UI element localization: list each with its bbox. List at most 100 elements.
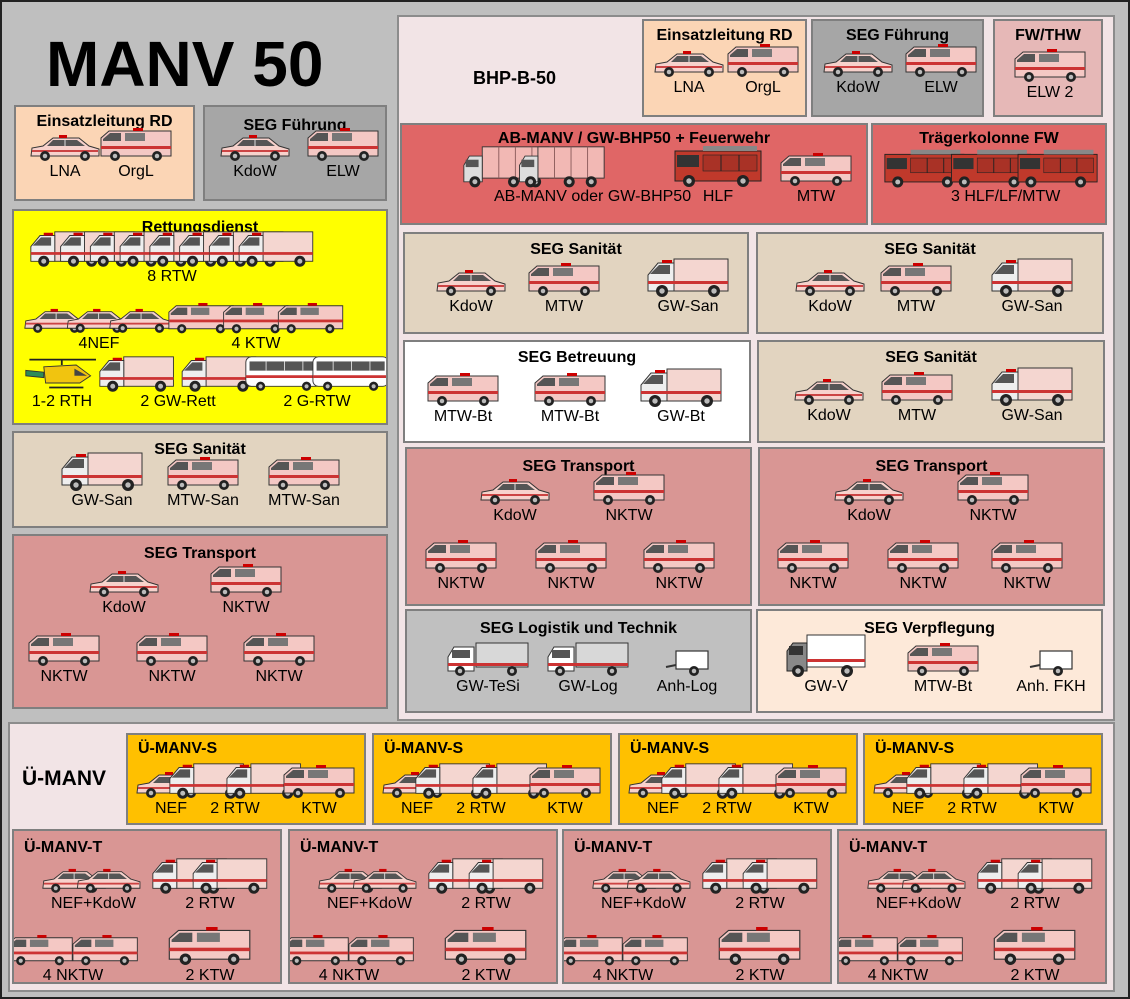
unit-group: Ü-MANV-S NEF 2 RTW KTW bbox=[372, 733, 612, 825]
unit-group: SEG Führung KdoW ELW bbox=[811, 19, 984, 117]
vehicle-label: 3 HLF/LF/MTW bbox=[951, 188, 1061, 205]
trailer-icon bbox=[1029, 650, 1073, 676]
car-icon bbox=[591, 869, 691, 894]
van-icon bbox=[290, 934, 415, 966]
car-icon bbox=[41, 869, 141, 894]
car-icon bbox=[834, 479, 904, 505]
vehicle-label: 2 GW-Rett bbox=[140, 393, 216, 410]
group-title: Ü-MANV-S bbox=[875, 740, 955, 757]
unit-group: SEG Transport KdoW NKTW NKTW NKTW NKTW bbox=[12, 534, 388, 709]
vehicle-label: 2 KTW bbox=[1010, 967, 1060, 984]
vehicle-label: 4 KTW bbox=[231, 335, 281, 352]
vehicle-label: LNA bbox=[673, 79, 705, 96]
vehicle-label: GW-San bbox=[71, 492, 133, 509]
rtw-icon bbox=[647, 258, 729, 297]
van-icon bbox=[528, 263, 600, 296]
rtw-icon bbox=[991, 258, 1073, 297]
vehicle-label: NEF bbox=[647, 800, 679, 817]
unit-group: SEG Sanität KdoW MTW GW-San bbox=[757, 340, 1105, 443]
vehicle-label: NKTW bbox=[605, 507, 653, 524]
vehicle-label: 2 RTW bbox=[185, 895, 235, 912]
unit-group: SEG Sanität GW-San MTW-San MTW-San bbox=[12, 431, 388, 528]
unit-group: SEG Betreuung MTW-Bt MTW-Bt GW-Bt bbox=[403, 340, 751, 443]
group-title: SEG Führung bbox=[845, 27, 950, 44]
vehicle-label: NEF bbox=[155, 800, 187, 817]
van-icon bbox=[535, 540, 607, 573]
van-icon bbox=[534, 373, 606, 406]
van-icon bbox=[727, 44, 799, 77]
car-icon bbox=[30, 135, 100, 161]
van-icon bbox=[887, 540, 959, 573]
car-icon bbox=[220, 135, 290, 161]
van-icon bbox=[167, 457, 239, 490]
van-icon bbox=[564, 934, 689, 966]
vehicle-label: MTW bbox=[896, 298, 936, 315]
vehicle-label: MTW bbox=[796, 188, 836, 205]
group-title: SEG Sanität bbox=[530, 241, 622, 258]
car-icon bbox=[89, 571, 159, 597]
rtw-icon bbox=[428, 858, 544, 894]
van-icon bbox=[307, 128, 379, 161]
vehicle-label: 8 RTW bbox=[147, 268, 197, 285]
vehicle-label: GW-TeSi bbox=[456, 678, 520, 695]
vehicle-label: 2 RTW bbox=[702, 800, 752, 817]
car-icon bbox=[795, 270, 865, 296]
vehicle-label: KdoW bbox=[847, 507, 891, 524]
group-title: Trägerkolonne FW bbox=[919, 130, 1059, 147]
rtw-icon bbox=[702, 858, 818, 894]
unit-group: SEG Sanität KdoW MTW GW-San bbox=[756, 232, 1104, 334]
vehicle-label: GW-San bbox=[1001, 407, 1063, 424]
vehicle-label: NKTW bbox=[222, 599, 270, 616]
van-icon bbox=[28, 633, 100, 666]
vehicle-label: NEF+KdoW bbox=[876, 895, 961, 912]
group-title: Einsatzleitung RD bbox=[656, 27, 793, 44]
vehicle-label: GW-Bt bbox=[657, 408, 705, 425]
van-icon bbox=[1014, 49, 1086, 82]
vehicle-label: Anh-Log bbox=[656, 678, 718, 695]
unit-group: Ü-MANV-T NEF+KdoW 2 RTW 4 NKTW 2 KTW bbox=[562, 829, 832, 984]
unit-group: SEG Transport KdoW NKTW NKTW NKTW NKTW bbox=[758, 447, 1105, 606]
vehicle-label: KTW bbox=[1038, 800, 1074, 817]
vehicle-label: LNA bbox=[49, 163, 81, 180]
vehicle-label: MTW-San bbox=[268, 492, 340, 509]
trailer-icon bbox=[665, 650, 709, 676]
vehicle-label: ELW bbox=[326, 163, 360, 180]
vehicle-label: 2 RTW bbox=[461, 895, 511, 912]
van-icon bbox=[719, 926, 801, 965]
van-icon bbox=[643, 540, 715, 573]
van-icon bbox=[775, 765, 847, 798]
bhp-title: BHP-B-50 bbox=[473, 68, 557, 88]
vehicle-label: NKTW bbox=[547, 575, 595, 592]
car-icon bbox=[436, 270, 506, 296]
car-icon bbox=[24, 309, 174, 334]
vehicle-label: NKTW bbox=[899, 575, 947, 592]
vehicle-label: NKTW bbox=[1003, 575, 1051, 592]
vehicle-label: KTW bbox=[301, 800, 337, 817]
car-icon bbox=[866, 869, 966, 894]
group-title: AB-MANV / GW-BHP50 + Feuerwehr bbox=[497, 130, 771, 147]
van-icon bbox=[907, 643, 979, 676]
pickup-truck-icon bbox=[547, 642, 629, 676]
vehicle-label: 4 NKTW bbox=[42, 967, 104, 984]
vehicle-label: 2 RTW bbox=[947, 800, 997, 817]
vehicle-label: KTW bbox=[793, 800, 829, 817]
van-icon bbox=[1020, 765, 1092, 798]
vehicle-label: KTW bbox=[547, 800, 583, 817]
rtw-icon bbox=[991, 367, 1073, 406]
rtw-icon bbox=[640, 368, 722, 407]
vehicle-label: AB-MANV oder GW-BHP50 bbox=[494, 188, 692, 205]
vehicle-label: NEF+KdoW bbox=[601, 895, 686, 912]
unit-group: SEG Logistik und Technik GW-TeSi GW-Log … bbox=[405, 609, 752, 713]
vehicle-label: HLF bbox=[702, 188, 734, 205]
pickup-truck-icon bbox=[447, 642, 529, 676]
car-icon bbox=[480, 479, 550, 505]
van-icon bbox=[881, 372, 953, 405]
rtw-icon bbox=[169, 763, 301, 799]
vehicle-label: NEF+KdoW bbox=[51, 895, 136, 912]
unit-group: SEG Führung KdoW ELW bbox=[203, 105, 387, 201]
van-icon bbox=[994, 926, 1076, 965]
unit-group: Ü-MANV-S NEF 2 RTW KTW bbox=[618, 733, 858, 825]
vehicle-label: 2 KTW bbox=[461, 967, 511, 984]
rtw-icon bbox=[977, 858, 1093, 894]
group-title: Ü-MANV-S bbox=[630, 740, 710, 757]
